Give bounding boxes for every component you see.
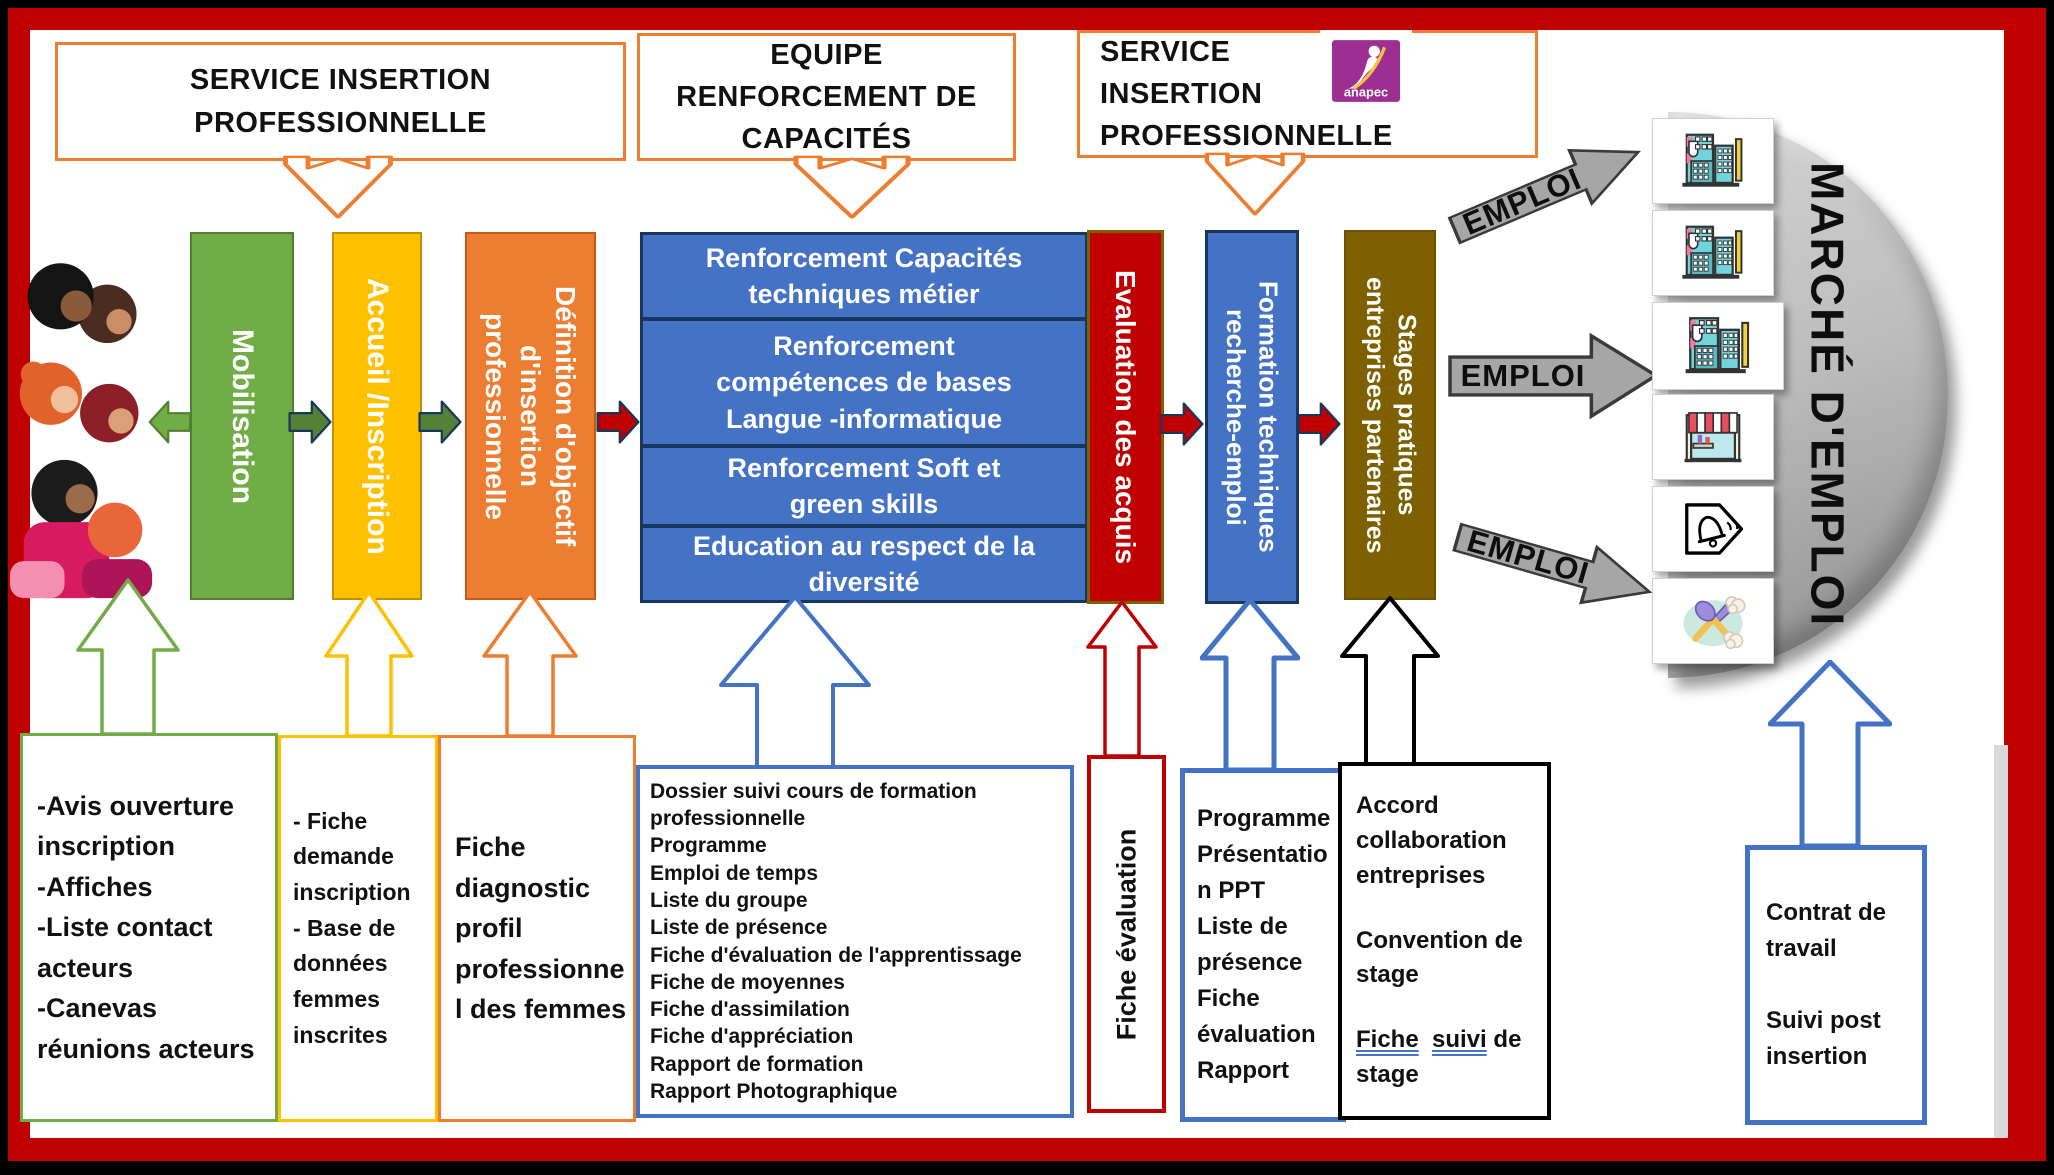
page-shadow [1994, 745, 2008, 1138]
office-building-icon [1681, 309, 1755, 383]
box-renforcement-bases: Renforcement compétences de bases Langue… [640, 318, 1088, 447]
bar-mobilisation: Mobilisation [190, 232, 294, 600]
docs-mobilisation-box: -Avis ouverture inscription -Affiches -L… [20, 733, 278, 1122]
emploi-arrow-icon [1447, 148, 1642, 245]
docs-stage-box: Accord collaboration entreprises Convent… [1338, 762, 1551, 1120]
bar-stages-label: Stages pratiques entreprises partenaires [1361, 276, 1421, 554]
bar-mobilisation-label: Mobilisation [225, 328, 259, 504]
bar-definition-label: Définition d'objectif d'insertion profes… [480, 285, 581, 547]
docs-formation-emploi-list: Programme Présentatio n PPT Liste de pré… [1197, 805, 1331, 1084]
emploi-arrow-icon [1448, 332, 1660, 420]
docs-mobilisation-list: -Avis ouverture inscription -Affiches -L… [37, 790, 255, 1064]
up-arrow-icon [719, 595, 871, 767]
employer-card [1652, 118, 1774, 204]
down-arrow-icon [793, 155, 911, 219]
arrow-right-icon [1297, 402, 1341, 446]
down-arrow-icon [1204, 152, 1306, 216]
box-renforcement-soft: Renforcement Soft et green skills [640, 445, 1088, 527]
docs-inscription-list: - Fiche demande inscription - Base de do… [293, 807, 411, 1048]
emploi-arrow-middle: EMPLOI [1448, 330, 1660, 422]
box-service-insertion-right: SERVICE INSERTION PROFESSIONNELLE [1077, 30, 1538, 158]
up-arrow-icon [1768, 660, 1892, 846]
docs-stage-accord: Accord collaboration entreprises [1356, 792, 1507, 889]
box-renforcement-techniques: Renforcement Capacités techniques métier [640, 232, 1088, 320]
arrow-right-icon [596, 400, 640, 444]
bar-formation-label: Formation techniques recherche-emploi [1221, 281, 1284, 553]
bar-formation-techniques: Formation techniques recherche-emploi [1205, 230, 1299, 604]
catering-utensils-icon [1683, 596, 1746, 650]
anapec-logo-icon: anapec [1332, 40, 1400, 102]
bar-accueil-label: Accueil /Inscription [360, 277, 394, 555]
docs-formation-list: Dossier suivi cours de formation profess… [650, 779, 1022, 1103]
docs-diagnostic-list: Fiche diagnostic profil professionne l d… [455, 832, 627, 1025]
docs-fiche-evaluation-box: Fiche évaluation [1087, 755, 1166, 1113]
docs-insertion-list: Contrat de travail Suivi post insertion [1766, 899, 1886, 1070]
office-building-icon [1678, 126, 1748, 196]
docs-fiche-evaluation-label: Fiche évaluation [1111, 828, 1141, 1040]
employer-card [1652, 210, 1774, 296]
box-renforcement-soft-label: Renforcement Soft et green skills [727, 452, 1001, 519]
employer-card [1652, 578, 1774, 664]
bar-definition-objectif: Définition d'objectif d'insertion profes… [465, 232, 596, 600]
box-service-insertion-left-label: SERVICE INSERTION PROFESSIONNELLE [189, 64, 492, 139]
docs-stage-convention: Convention de stage [1356, 926, 1523, 989]
arrow-right-icon [418, 400, 462, 444]
up-arrow-icon [1340, 596, 1440, 764]
employer-card [1652, 486, 1774, 572]
bar-stages-pratiques: Stages pratiques entreprises partenaires [1344, 230, 1436, 600]
office-building-icon [1678, 218, 1748, 288]
up-arrow-icon [1200, 598, 1300, 770]
up-arrow-icon [1086, 600, 1158, 756]
anapec-logo: anapec [1320, 30, 1412, 112]
employer-card [1652, 302, 1784, 390]
box-equipe-renforcement: EQUIPE RENFORCEMENT DE CAPACITÉS [637, 33, 1016, 161]
box-education-diversite-label: Education au respect de la diversité [692, 530, 1036, 597]
arrow-right-icon [1160, 402, 1204, 446]
bar-evaluation-label: Evaluation des acquis [1110, 269, 1141, 565]
up-arrow-icon [324, 590, 414, 736]
employer-card [1652, 394, 1774, 480]
emploi-arrow-bottom: EMPLOI [1447, 505, 1662, 625]
marche-emploi-label-wrap: MARCHÉ D'EMPLOI [1798, 112, 1856, 678]
marche-emploi-label: MARCHÉ D'EMPLOI [1801, 162, 1854, 628]
women-illustration [10, 263, 153, 599]
bar-accueil-inscription: Accueil /Inscription [332, 232, 422, 600]
bar-evaluation-acquis: Evaluation des acquis [1087, 230, 1164, 604]
emploi-arrow-top: EMPLOI [1440, 121, 1654, 262]
docs-diagnostic-box: Fiche diagnostic profil professionne l d… [438, 735, 636, 1122]
down-arrow-icon [283, 155, 393, 219]
docs-stage-list: Accord collaboration entreprises Convent… [1342, 789, 1547, 1093]
announcement-bell-icon [1685, 503, 1744, 555]
box-service-insertion-left: SERVICE INSERTION PROFESSIONNELLE [55, 42, 626, 161]
docs-insertion-box: Contrat de travail Suivi post insertion [1745, 845, 1927, 1125]
box-renforcement-bases-label: Renforcement compétences de bases Langue… [716, 330, 1012, 434]
docs-inscription-box: - Fiche demande inscription - Base de do… [278, 735, 438, 1122]
box-renforcement-techniques-label: Renforcement Capacités techniques métier [705, 242, 1023, 309]
arrow-left-icon [148, 400, 192, 444]
arrow-right-icon [288, 400, 332, 444]
docs-formation-emploi-box: Programme Présentatio n PPT Liste de pré… [1180, 768, 1346, 1122]
market-stall-icon [1684, 412, 1742, 463]
emploi-arrow-middle-label: EMPLOI [1460, 358, 1586, 393]
up-arrow-icon [76, 578, 180, 734]
docs-formation-box: Dossier suivi cours de formation profess… [636, 765, 1074, 1118]
box-education-diversite: Education au respect de la diversité [640, 525, 1088, 603]
up-arrow-icon [482, 590, 578, 736]
emploi-arrow-icon [1452, 522, 1653, 605]
box-service-insertion-right-label: SERVICE INSERTION PROFESSIONNELLE [1100, 35, 1393, 153]
svg-text:anapec: anapec [1344, 85, 1388, 100]
box-equipe-renforcement-label: EQUIPE RENFORCEMENT DE CAPACITÉS [676, 38, 977, 156]
